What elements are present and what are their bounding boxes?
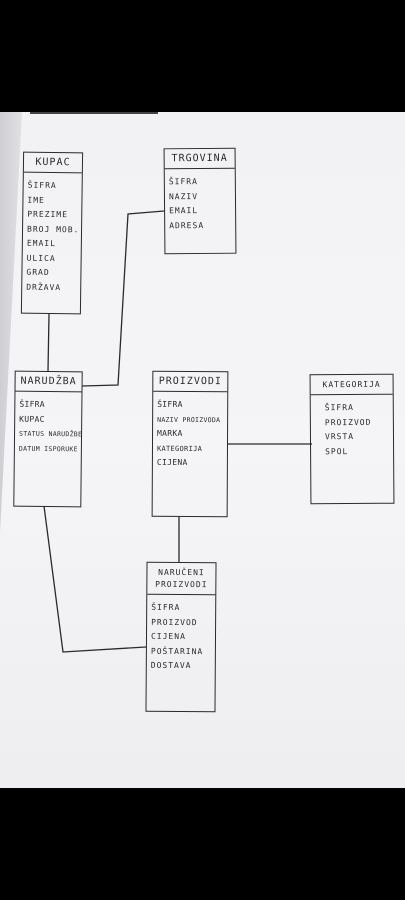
entity-title: KUPAC xyxy=(23,152,83,174)
field: DRŽAVA xyxy=(26,282,62,292)
link-trgovina-narudzba xyxy=(81,210,165,387)
field: STATUS NARUDŽBE xyxy=(19,429,83,439)
entity-narudzba: NARUDŽBA ŠIFRA KUPAC STATUS NARUDŽBE DAT… xyxy=(13,370,83,508)
paper-sheet xyxy=(0,112,405,788)
field: ULICA xyxy=(26,253,56,263)
relationship-lines xyxy=(43,210,312,653)
field: ŠIFRA xyxy=(168,177,198,187)
entity-trgovina: TRGOVINA ŠIFRA NAZIV EMAIL ADRESA xyxy=(163,147,237,255)
diagram-photo: KUPAC ŠIFRA IME PREZIME BROJ MOB. EMAIL … xyxy=(0,112,405,788)
field: GRAD xyxy=(26,267,50,277)
link-kupac-narudzba xyxy=(47,313,50,372)
entity-title: NARUČENI PROIZVODI xyxy=(147,562,216,596)
field: ŠIFRA xyxy=(19,399,46,409)
field: ŠIFRA xyxy=(324,402,354,413)
field: MARKA xyxy=(157,428,183,438)
entity-kupac: KUPAC ŠIFRA IME PREZIME BROJ MOB. EMAIL … xyxy=(20,151,84,315)
entity-kategorija: KATEGORIJA ŠIFRA PROIZVOD VRSTA SPOL xyxy=(309,373,395,505)
field: PROIZVOD xyxy=(151,617,198,627)
field: DATUM ISPORUKE xyxy=(18,444,78,453)
entity-proizvodi: PROIZVODI ŠIFRA NAZIV PROIZVODA MARKA KA… xyxy=(151,370,229,518)
field: ŠIFRA xyxy=(151,602,181,612)
field: POŠTARINA xyxy=(150,646,204,656)
entity-fields: ŠIFRA PROIZVOD VRSTA SPOL xyxy=(311,395,393,464)
entity-fields: ŠIFRA IME PREZIME BROJ MOB. EMAIL ULICA … xyxy=(22,173,82,300)
field: CIJENA xyxy=(150,631,186,642)
field: EMAIL xyxy=(26,238,57,249)
link-narudzba-naruceni xyxy=(43,505,147,653)
field: PREZIME xyxy=(27,209,69,220)
top-pencil-line xyxy=(30,112,158,114)
field: CIJENA xyxy=(156,457,188,467)
entity-fields: ŠIFRA KUPAC STATUS NARUDŽBE DATUM ISPORU… xyxy=(15,392,82,461)
field: NAZIV PROIZVODA xyxy=(157,415,221,424)
field: PROIZVOD xyxy=(324,417,372,427)
entity-title: KATEGORIJA xyxy=(310,374,393,396)
entity-title: NARUDŽBA xyxy=(15,371,82,393)
field: BROJ MOB. xyxy=(26,224,80,234)
field: ADRESA xyxy=(169,220,205,230)
field: ŠIFRA xyxy=(157,399,183,409)
field: NAZIV xyxy=(168,191,199,201)
entity-fields: ŠIFRA NAZIV PROIZVODA MARKA KATEGORIJA C… xyxy=(153,392,227,475)
entity-title: TRGOVINA xyxy=(164,148,235,170)
field: DOSTAVA xyxy=(150,660,192,671)
field: ŠIFRA xyxy=(27,180,57,191)
field: EMAIL xyxy=(169,206,199,216)
entity-naruceni-proizvodi: NARUČENI PROIZVODI ŠIFRA PROIZVOD CIJENA… xyxy=(145,561,217,713)
field: KUPAC xyxy=(19,414,45,424)
entity-title: PROIZVODI xyxy=(153,371,228,393)
entity-fields: ŠIFRA PROIZVOD CIJENA POŠTARINA DOSTAVA xyxy=(147,595,216,678)
field: SPOL xyxy=(325,446,349,456)
field: VRSTA xyxy=(324,431,355,442)
field: KATEGORIJA xyxy=(156,444,203,453)
entity-fields: ŠIFRA NAZIV EMAIL ADRESA xyxy=(165,169,236,238)
field: IME xyxy=(27,195,45,205)
